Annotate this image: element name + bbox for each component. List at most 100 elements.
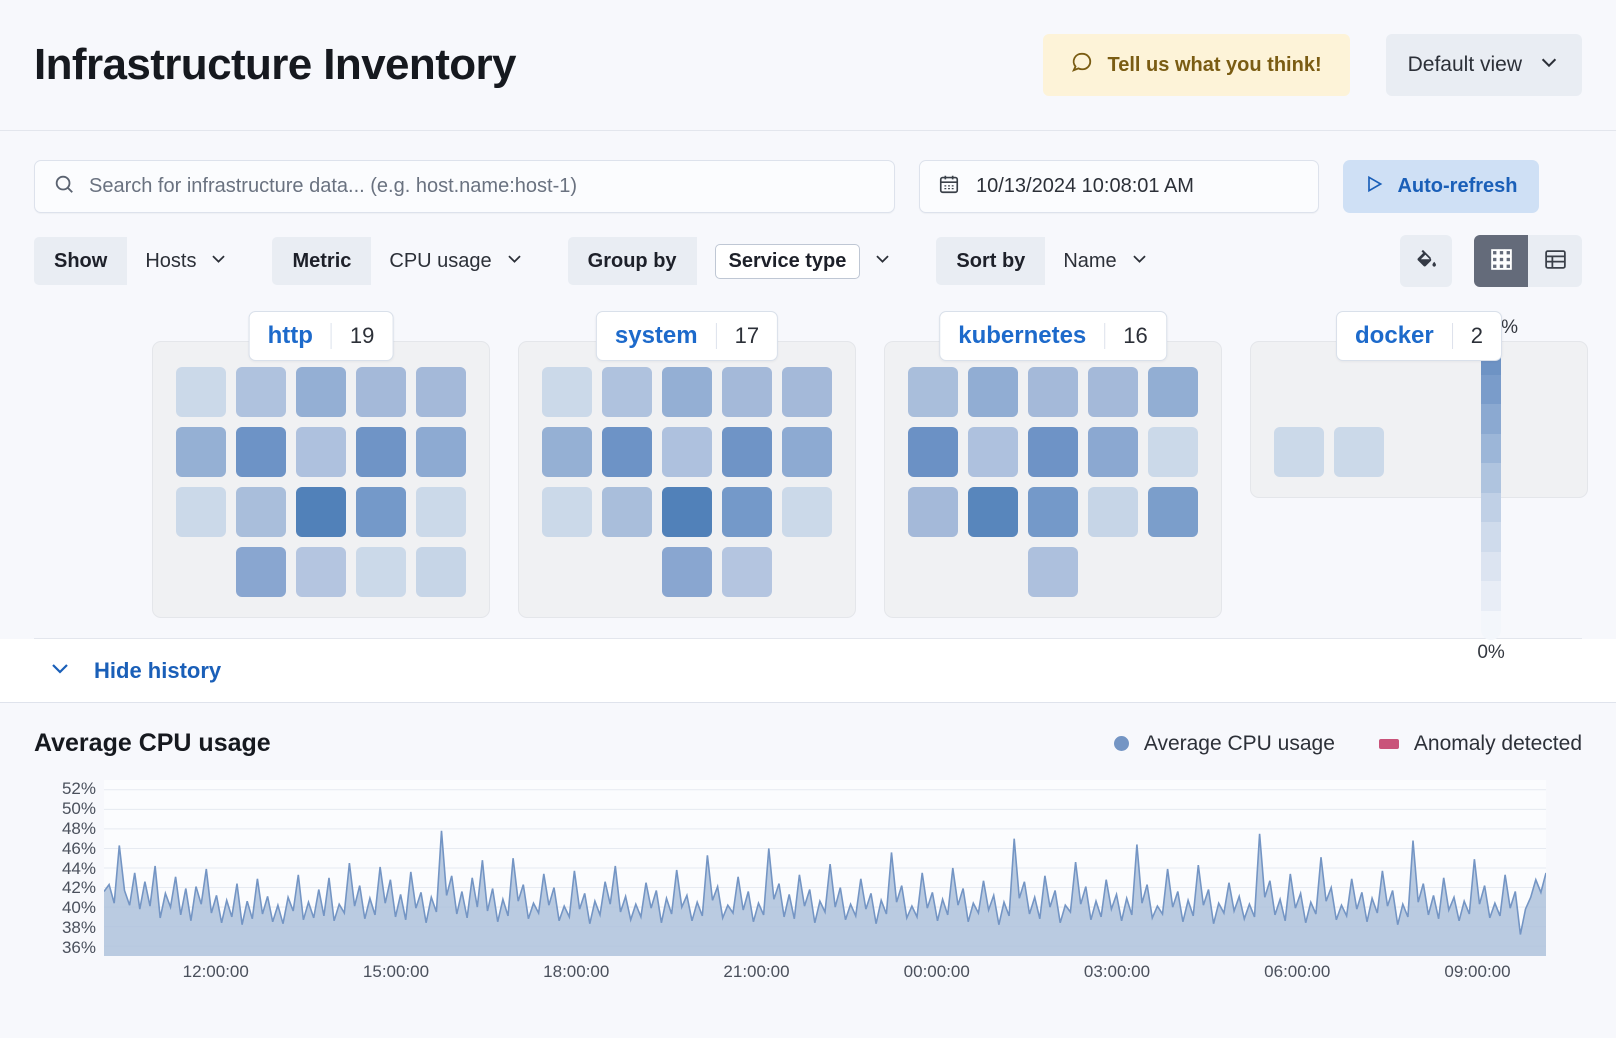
host-tile[interactable] [356, 547, 406, 597]
legend-step [1481, 463, 1502, 493]
auto-refresh-button[interactable]: Auto-refresh [1343, 160, 1539, 213]
page-title: Infrastructure Inventory [34, 40, 517, 89]
filter-group-by-value[interactable]: Service type [697, 237, 911, 285]
host-tile[interactable] [722, 547, 772, 597]
host-tile[interactable] [908, 487, 958, 537]
search-input[interactable] [89, 175, 876, 198]
host-tile[interactable] [782, 487, 832, 537]
filter-sort-by: Sort by Name [936, 237, 1166, 285]
host-tile[interactable] [782, 367, 832, 417]
hide-history-toggle[interactable]: Hide history [0, 639, 1616, 703]
host-tile[interactable] [908, 367, 958, 417]
host-tile[interactable] [1028, 367, 1078, 417]
filter-show-value-label: Hosts [145, 249, 197, 272]
tile-spacer [1514, 427, 1564, 477]
legend-item-average-cpu-usage[interactable]: Average CPU usage [1113, 732, 1335, 756]
tile-spacer [1394, 367, 1444, 417]
host-tile[interactable] [416, 427, 466, 477]
host-tile[interactable] [968, 367, 1018, 417]
host-tile[interactable] [236, 487, 286, 537]
host-tile[interactable] [662, 427, 712, 477]
chart-area-fill [104, 830, 1546, 956]
host-tile[interactable] [296, 487, 346, 537]
group-name-link[interactable]: docker [1355, 322, 1434, 349]
host-tile[interactable] [542, 427, 592, 477]
host-tile[interactable] [602, 367, 652, 417]
host-tile[interactable] [416, 367, 466, 417]
host-tile[interactable] [296, 427, 346, 477]
host-tile[interactable] [1088, 487, 1138, 537]
x-tick-label: 18:00:00 [543, 962, 610, 981]
host-tile[interactable] [1274, 427, 1324, 477]
legend-step [1481, 551, 1502, 581]
group-system: system 17 [518, 311, 856, 618]
host-tile[interactable] [296, 367, 346, 417]
group-name-link[interactable]: http [267, 322, 313, 349]
legend-step [1481, 492, 1502, 522]
group-name-link[interactable]: system [614, 322, 698, 349]
legend-marker-circle-icon [1113, 736, 1129, 751]
filter-sort-by-value[interactable]: Name [1045, 237, 1166, 285]
host-tile[interactable] [236, 547, 286, 597]
tile-spacer [1148, 547, 1198, 597]
host-tile[interactable] [1148, 487, 1198, 537]
chevron-down-icon [1538, 51, 1560, 79]
host-tile[interactable] [968, 487, 1018, 537]
filter-show-value[interactable]: Hosts [127, 237, 246, 285]
host-tile[interactable] [662, 367, 712, 417]
table-view-button[interactable] [1528, 235, 1582, 287]
host-tile[interactable] [722, 487, 772, 537]
host-tile[interactable] [1088, 367, 1138, 417]
filter-group-by-key: Group by [567, 237, 697, 285]
host-tile[interactable] [542, 367, 592, 417]
tile-spacer [542, 547, 592, 597]
host-tile[interactable] [1088, 427, 1138, 477]
host-tile[interactable] [176, 367, 226, 417]
host-tile[interactable] [356, 487, 406, 537]
filter-show: Show Hosts [34, 237, 246, 285]
filter-metric-value[interactable]: CPU usage [371, 237, 541, 285]
host-tile[interactable] [602, 487, 652, 537]
paint-bucket-icon-button[interactable] [1400, 235, 1452, 287]
host-tile[interactable] [722, 367, 772, 417]
host-tile[interactable] [296, 547, 346, 597]
host-tile[interactable] [542, 487, 592, 537]
search-field-container[interactable] [34, 160, 895, 213]
host-tile[interactable] [1028, 487, 1078, 537]
host-tile[interactable] [236, 367, 286, 417]
host-tile[interactable] [722, 427, 772, 477]
legend-item-anomaly-detected[interactable]: Anomaly detected [1378, 732, 1582, 756]
grid-view-button[interactable] [1474, 235, 1528, 287]
host-tile[interactable] [1028, 427, 1078, 477]
chart-title: Average CPU usage [34, 729, 271, 757]
tile-spacer [908, 547, 958, 597]
host-tile[interactable] [662, 487, 712, 537]
host-tile[interactable] [236, 427, 286, 477]
host-tile[interactable] [782, 427, 832, 477]
host-tile[interactable] [176, 487, 226, 537]
host-tile[interactable] [1148, 367, 1198, 417]
host-tile[interactable] [416, 547, 466, 597]
x-tick-label: 21:00:00 [723, 962, 790, 981]
chevron-down-icon [209, 249, 228, 274]
host-tile[interactable] [1334, 427, 1384, 477]
default-view-button[interactable]: Default view [1385, 34, 1582, 96]
tile-grid [908, 367, 1198, 597]
host-tile[interactable] [602, 427, 652, 477]
host-tile[interactable] [968, 427, 1018, 477]
legend-step [1481, 433, 1502, 463]
host-tile[interactable] [416, 487, 466, 537]
host-tile[interactable] [662, 547, 712, 597]
feedback-button[interactable]: Tell us what you think! [1042, 34, 1350, 96]
host-tile[interactable] [176, 427, 226, 477]
group-name-link[interactable]: kubernetes [958, 322, 1087, 349]
host-tile[interactable] [1028, 547, 1078, 597]
host-tile[interactable] [356, 427, 406, 477]
host-tile[interactable] [356, 367, 406, 417]
date-picker[interactable]: 10/13/2024 10:08:01 AM [919, 160, 1319, 213]
group-count-badge: 17 [715, 323, 777, 349]
host-tile[interactable] [908, 427, 958, 477]
host-tile[interactable] [1148, 427, 1198, 477]
